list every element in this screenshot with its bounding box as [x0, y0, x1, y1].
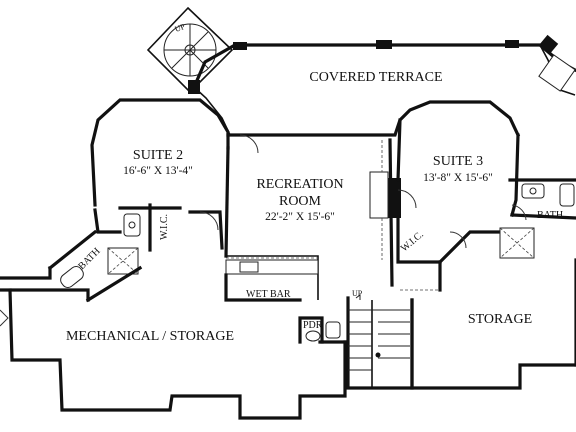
label-wic-left: W.I.C. [159, 214, 170, 240]
label-recreation-dim: 22'-2" X 15'-6" [265, 211, 335, 223]
label-suite-2-dim: 16'-6" X 13'-4" [123, 165, 193, 177]
door-swings [199, 134, 527, 249]
label-bath-right: BATH [537, 210, 563, 221]
label-suite-3-dim: 13'-8" X 15'-6" [423, 172, 493, 184]
left-bath-fixtures [47, 213, 143, 303]
label-mechanical-storage: MECHANICAL / STORAGE [66, 329, 234, 344]
label-bath-left: BATH [76, 246, 102, 272]
label-suite-2: SUITE 2 [133, 148, 183, 163]
right-bath-fixtures [499, 54, 576, 259]
mechanical-storage-walls [0, 266, 347, 420]
label-recreation-1: RECREATION [256, 177, 343, 192]
label-pdr: PDR [303, 320, 323, 331]
label-up-spiral: UP [174, 22, 187, 34]
label-wet-bar: WET BAR [246, 289, 291, 300]
label-covered-terrace: COVERED TERRACE [309, 70, 442, 85]
wet-bar [224, 257, 319, 302]
label-up-stair: UP [352, 289, 363, 298]
label-wic-right: W.I.C. [399, 229, 426, 254]
label-suite-3: SUITE 3 [433, 154, 483, 169]
powder-room [305, 321, 341, 342]
suite-3-walls [396, 118, 576, 265]
recreation-room-walls [224, 100, 521, 300]
storage-walls [400, 258, 576, 390]
main-stair [346, 294, 414, 390]
label-recreation-2: ROOM [279, 194, 322, 209]
spiral-stair [146, 6, 234, 94]
label-storage: STORAGE [468, 312, 532, 327]
